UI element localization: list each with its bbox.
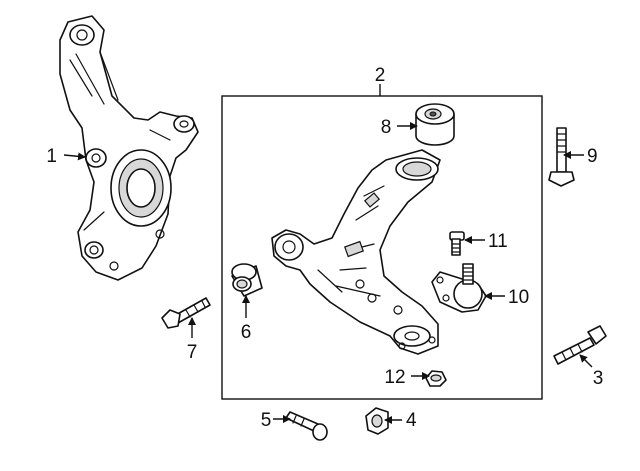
long-bolt bbox=[553, 325, 607, 365]
ball-joint-nut bbox=[425, 370, 447, 387]
lower-control-arm bbox=[271, 149, 441, 355]
callout-11: 11 bbox=[488, 231, 508, 252]
front-bolt bbox=[161, 297, 211, 329]
callout-6: 6 bbox=[241, 322, 252, 343]
ball-joint-bolt bbox=[449, 231, 465, 256]
steering-knuckle bbox=[59, 15, 199, 281]
ball-joint bbox=[431, 263, 487, 313]
callout-10: 10 bbox=[508, 287, 529, 308]
lower-nut bbox=[365, 407, 389, 435]
front-bushing bbox=[231, 263, 263, 297]
callout-3: 3 bbox=[593, 368, 604, 389]
callout-4: 4 bbox=[406, 410, 417, 431]
callout-9: 9 bbox=[587, 146, 598, 167]
callout-12: 12 bbox=[384, 367, 405, 388]
callout-5: 5 bbox=[261, 410, 272, 431]
callout-1: 1 bbox=[46, 146, 57, 167]
callout-7: 7 bbox=[187, 342, 198, 363]
lower-bolt bbox=[285, 411, 328, 441]
vertical-bolt bbox=[548, 127, 575, 187]
callout-8: 8 bbox=[381, 117, 392, 138]
leader-arrows bbox=[63, 122, 593, 424]
rear-bushing bbox=[415, 103, 455, 146]
assembly-box bbox=[221, 95, 543, 400]
callout-2: 2 bbox=[375, 65, 386, 86]
